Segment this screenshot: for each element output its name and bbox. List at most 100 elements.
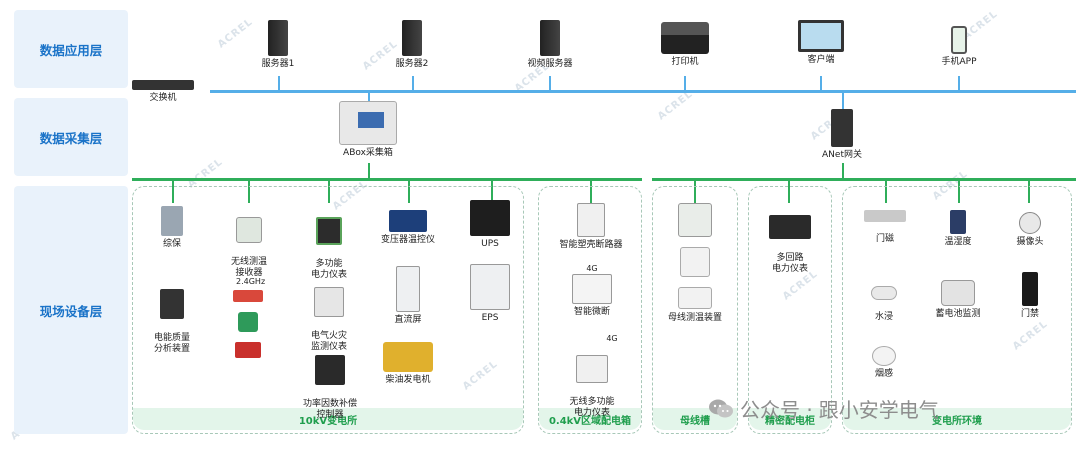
busbar-sensor-icon bbox=[678, 203, 712, 237]
anet-device: ANet网关 bbox=[810, 109, 874, 161]
power-quality-device: 电能质量 分析装置 bbox=[140, 278, 204, 355]
wechat-prefix: 公众号 · bbox=[740, 398, 813, 422]
temp-humidity-device: 温湿度 bbox=[932, 210, 984, 248]
antenna-box-icon bbox=[236, 217, 262, 243]
ups-icon bbox=[470, 200, 510, 236]
smoke-device: 烟感 bbox=[858, 346, 910, 380]
battery-icon bbox=[941, 280, 975, 306]
client-device: 客户端 bbox=[790, 20, 852, 66]
connector bbox=[842, 93, 844, 109]
smoke-detector-icon bbox=[872, 346, 896, 366]
zone-label-precision: 精密配电柜 bbox=[749, 408, 831, 430]
zone-10kv bbox=[132, 186, 524, 434]
connector bbox=[694, 181, 696, 203]
zone-busbar bbox=[652, 186, 738, 434]
eps-device: EPS bbox=[460, 264, 520, 324]
water-leak-device: 水浸 bbox=[858, 286, 910, 323]
cabinet-icon bbox=[470, 264, 510, 310]
connector bbox=[408, 181, 410, 203]
connector bbox=[328, 181, 330, 203]
zone-label-environment: 变电所环境 bbox=[843, 408, 1071, 430]
switch-icon bbox=[132, 80, 194, 90]
printer-device: 打印机 bbox=[654, 22, 716, 68]
generator-icon bbox=[383, 342, 433, 372]
wireless-sensors bbox=[228, 290, 268, 361]
micro-breaker-icon bbox=[572, 274, 612, 304]
ups-device: UPS bbox=[460, 200, 520, 250]
connector bbox=[549, 76, 551, 90]
connector bbox=[1028, 181, 1030, 203]
network-bus-blue bbox=[210, 90, 1076, 93]
wechat-icon bbox=[708, 398, 734, 420]
meter-icon bbox=[316, 217, 342, 245]
layer-data-collection: 数据采集层 bbox=[14, 98, 128, 176]
busbar-sensor-icon bbox=[680, 247, 710, 277]
server-icon bbox=[402, 20, 422, 56]
zone-label-10kv: 10kV变电所 bbox=[133, 408, 523, 430]
connector bbox=[788, 181, 790, 203]
pf-controller-device: 功率因数补偿 控制器 bbox=[292, 344, 368, 421]
abox-icon bbox=[339, 101, 397, 145]
zone-environment bbox=[842, 186, 1072, 434]
breaker-icon bbox=[577, 203, 605, 237]
connector bbox=[491, 181, 493, 203]
fire-meter-icon bbox=[314, 287, 344, 317]
connector bbox=[958, 181, 960, 203]
connector bbox=[248, 181, 250, 203]
connector bbox=[684, 76, 686, 90]
door-magnet-icon bbox=[864, 210, 906, 222]
battery-monitor-device: 蓄电池监测 bbox=[926, 280, 990, 320]
mobile-app-device: 手机APP bbox=[928, 26, 990, 68]
water-sensor-icon bbox=[871, 286, 897, 300]
smart-micro-breaker-device: 智能微断 bbox=[552, 274, 632, 318]
zone-04kv bbox=[538, 186, 642, 434]
zongbao-device: 综保 bbox=[142, 206, 202, 250]
meter-icon bbox=[576, 355, 608, 383]
connector bbox=[885, 181, 887, 203]
connector bbox=[368, 93, 370, 101]
cabinet-icon bbox=[396, 266, 420, 312]
controller-icon bbox=[315, 355, 345, 385]
multi-loop-meter-device: 多回路 电力仪表 bbox=[756, 204, 824, 275]
abox-device: ABox采集箱 bbox=[330, 101, 406, 159]
access-control-device: 门禁 bbox=[1004, 272, 1056, 320]
zone-label-04kv: 0.4kV区域配电箱 bbox=[539, 408, 641, 430]
sensor-icon bbox=[233, 290, 263, 302]
field-bus-right bbox=[652, 178, 1076, 181]
busbar-temp-device: 母线测温装置 bbox=[656, 203, 734, 324]
thermometer-icon bbox=[950, 210, 966, 234]
layer-field-device: 现场设备层 bbox=[14, 186, 128, 434]
wireless-temp-device: 无线测温 接收器 bbox=[218, 206, 280, 279]
fire-monitor-device: 电气火灾 监测仪表 bbox=[298, 276, 360, 353]
field-bus-left bbox=[132, 178, 642, 181]
busbar-sensor-icon bbox=[678, 287, 712, 309]
server2-device: 服务器2 bbox=[382, 20, 442, 70]
multi-loop-meter-icon bbox=[769, 215, 811, 239]
connector bbox=[590, 181, 592, 203]
server-icon bbox=[540, 20, 560, 56]
connector bbox=[278, 76, 280, 90]
multi-meter-device: 多功能 电力仪表 bbox=[298, 206, 360, 281]
layer-data-application: 数据应用层 bbox=[14, 10, 128, 88]
switch-device: 交换机 bbox=[128, 80, 198, 104]
zone-precision bbox=[748, 186, 832, 434]
wireless-meter-device: 无线多功能 电力仪表 bbox=[556, 344, 628, 419]
controller-icon bbox=[389, 210, 427, 232]
printer-icon bbox=[661, 22, 709, 54]
gateway-icon bbox=[831, 109, 853, 147]
connector bbox=[820, 76, 822, 90]
transformer-temp-device: 变压器温控仪 bbox=[372, 210, 444, 246]
connector bbox=[412, 76, 414, 90]
relay-icon bbox=[161, 206, 183, 236]
smart-breaker-device: 智能塑壳断路器 bbox=[548, 203, 634, 251]
sensor-icon bbox=[235, 342, 261, 358]
connector bbox=[172, 181, 174, 203]
camera-device: 摄像头 bbox=[1004, 212, 1056, 248]
wechat-name: 跟小安学电气 bbox=[818, 398, 939, 422]
server1-device: 服务器1 bbox=[248, 20, 308, 70]
connector bbox=[368, 163, 370, 178]
connector bbox=[958, 76, 960, 90]
four-g-label: 4G bbox=[606, 334, 618, 343]
connector bbox=[842, 163, 844, 178]
diesel-gen-device: 柴油发电机 bbox=[376, 342, 440, 386]
